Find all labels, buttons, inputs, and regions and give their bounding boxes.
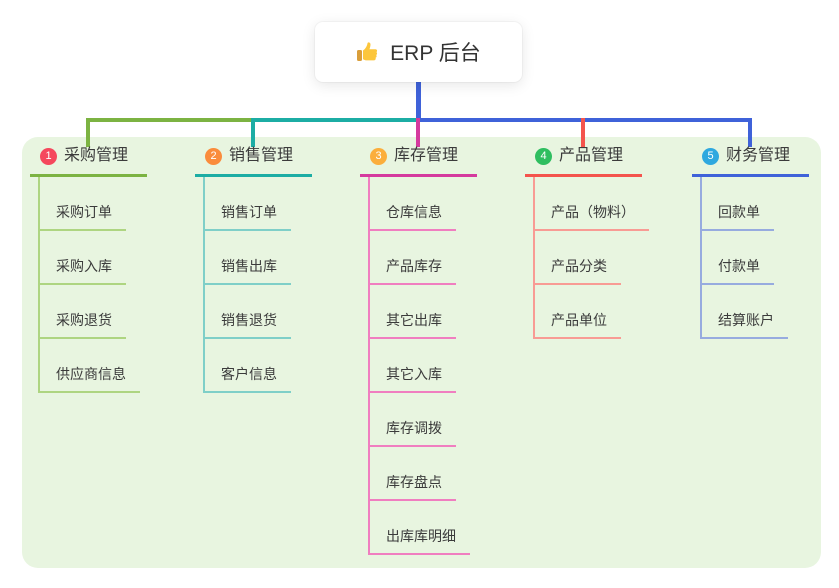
connector-line (700, 177, 702, 339)
leaf-label: 其它入库 (386, 366, 442, 382)
leaf-label: 供应商信息 (56, 366, 126, 382)
connector-line (748, 118, 752, 147)
connector-line (251, 118, 255, 147)
leaf-label: 销售出库 (221, 258, 277, 274)
leaf-label: 客户信息 (221, 366, 277, 382)
leaf-node[interactable]: 销售退货 (203, 285, 291, 339)
leaf-node[interactable]: 结算账户 (700, 285, 788, 339)
connector-line (86, 118, 253, 122)
leaf-label: 采购退货 (56, 312, 112, 328)
connector-line (418, 118, 752, 122)
leaf-node[interactable]: 付款单 (700, 231, 774, 285)
branch-title: 库存管理 (394, 147, 459, 164)
connector-line (368, 177, 370, 555)
leaf-node[interactable]: 采购入库 (38, 231, 126, 285)
branch-number-badge: 3 (370, 147, 387, 165)
leaf-label: 回款单 (718, 204, 760, 220)
branch-title: 销售管理 (229, 147, 294, 164)
branch-children: 回款单付款单结算账户 (700, 177, 809, 339)
leaf-node[interactable]: 销售出库 (203, 231, 291, 285)
leaf-node[interactable]: 其它入库 (368, 339, 456, 393)
branch-column-1: 1 采购管理采购订单采购入库采购退货供应商信息 (30, 145, 147, 393)
leaf-label: 结算账户 (718, 312, 774, 328)
leaf-node[interactable]: 产品分类 (533, 231, 621, 285)
leaf-node[interactable]: 仓库信息 (368, 177, 456, 231)
leaf-label: 产品（物料） (551, 204, 635, 220)
leaf-node[interactable]: 供应商信息 (38, 339, 140, 393)
leaf-node[interactable]: 采购订单 (38, 177, 126, 231)
connector-line (533, 177, 535, 339)
root-node[interactable]: ERP 后台 (315, 22, 522, 82)
branch-number-badge: 5 (702, 147, 719, 165)
leaf-label: 销售订单 (221, 204, 277, 220)
leaf-node[interactable]: 回款单 (700, 177, 774, 231)
root-connector-line (416, 82, 421, 122)
branch-column-5: 5 财务管理回款单付款单结算账户 (692, 145, 809, 339)
leaf-node[interactable]: 其它出库 (368, 285, 456, 339)
thumbs-up-icon (356, 40, 380, 64)
branch-column-2: 2 销售管理销售订单销售出库销售退货客户信息 (195, 145, 312, 393)
leaf-label: 销售退货 (221, 312, 277, 328)
branch-node-2[interactable]: 2 销售管理 (195, 145, 312, 177)
connector-line (416, 118, 420, 147)
leaf-label: 付款单 (718, 258, 760, 274)
connector-line (86, 118, 90, 147)
connector-line (253, 118, 418, 122)
branch-title: 采购管理 (64, 147, 129, 164)
branch-column-4: 4 产品管理产品（物料） 产品分类产品单位 (525, 145, 649, 339)
leaf-node[interactable]: 产品库存 (368, 231, 456, 285)
leaf-node[interactable]: 库存盘点 (368, 447, 456, 501)
leaf-label: 产品分类 (551, 258, 607, 274)
branch-node-5[interactable]: 5 财务管理 (692, 145, 809, 177)
leaf-label: 库存盘点 (386, 474, 442, 490)
branches-panel (22, 137, 821, 568)
connector-line (581, 118, 585, 147)
leaf-label: 产品库存 (386, 258, 442, 274)
branch-title: 产品管理 (559, 147, 624, 164)
leaf-label: 采购入库 (56, 258, 112, 274)
branch-node-3[interactable]: 3 库存管理 (360, 145, 477, 177)
leaf-label: 仓库信息 (386, 204, 442, 220)
leaf-node[interactable]: 产品（物料） (533, 177, 649, 231)
leaf-label: 产品单位 (551, 312, 607, 328)
branch-children: 产品（物料） 产品分类产品单位 (533, 177, 649, 339)
connector-line (38, 177, 40, 393)
leaf-node[interactable]: 产品单位 (533, 285, 621, 339)
leaf-node[interactable]: 出库库明细 (368, 501, 470, 555)
leaf-node[interactable]: 客户信息 (203, 339, 291, 393)
leaf-node[interactable]: 库存调拨 (368, 393, 456, 447)
branch-children: 销售订单销售出库销售退货客户信息 (203, 177, 312, 393)
branch-number-badge: 2 (205, 147, 222, 165)
branch-children: 采购订单采购入库采购退货供应商信息 (38, 177, 147, 393)
leaf-label: 采购订单 (56, 204, 112, 220)
branch-children: 仓库信息产品库存其它出库其它入库库存调拨库存盘点出库库明细 (368, 177, 477, 555)
branch-node-4[interactable]: 4 产品管理 (525, 145, 642, 177)
leaf-label: 库存调拨 (386, 420, 442, 436)
branch-number-badge: 4 (535, 147, 552, 165)
branch-number-badge: 1 (40, 147, 57, 165)
branch-title: 财务管理 (726, 147, 791, 164)
connector-line (203, 177, 205, 393)
branch-node-1[interactable]: 1 采购管理 (30, 145, 147, 177)
leaf-label: 其它出库 (386, 312, 442, 328)
leaf-label: 出库库明细 (386, 528, 456, 544)
root-title: ERP 后台 (390, 42, 481, 65)
leaf-node[interactable]: 销售订单 (203, 177, 291, 231)
branch-column-3: 3 库存管理仓库信息产品库存其它出库其它入库库存调拨库存盘点出库库明细 (360, 145, 477, 555)
leaf-node[interactable]: 采购退货 (38, 285, 126, 339)
